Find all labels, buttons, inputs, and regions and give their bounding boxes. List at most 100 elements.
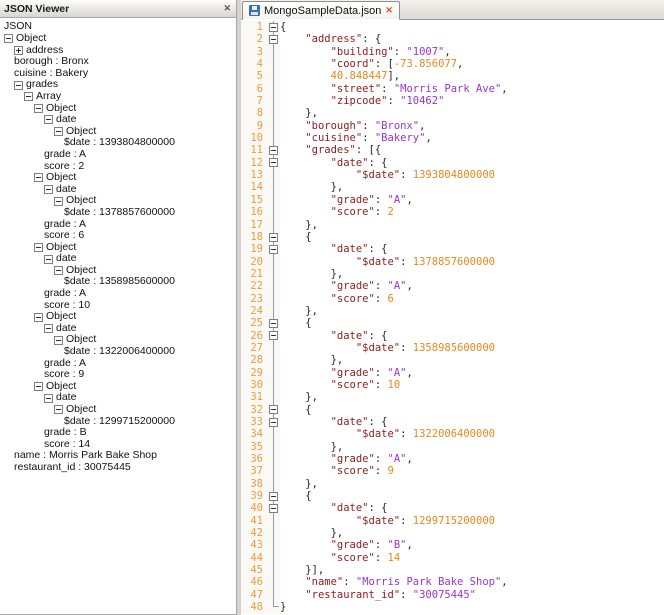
code-line[interactable]: 34 "$date": 1322006400000 bbox=[241, 428, 664, 441]
fold-margin-collapse[interactable] bbox=[267, 156, 280, 170]
tree-node[interactable]: date bbox=[0, 253, 236, 265]
fold-collapse-icon[interactable] bbox=[269, 35, 278, 45]
code-line[interactable]: 6 "street": "Morris Park Ave", bbox=[241, 82, 664, 96]
code-line[interactable]: 39 { bbox=[241, 490, 664, 503]
code-line[interactable]: 25 { bbox=[241, 317, 664, 330]
fold-collapse-icon[interactable] bbox=[269, 331, 278, 341]
fold-margin-collapse[interactable] bbox=[267, 329, 280, 342]
code-line[interactable]: 46 "name": "Morris Park Bake Shop", bbox=[241, 576, 664, 589]
collapse-icon[interactable] bbox=[44, 115, 53, 125]
fold-margin-collapse[interactable] bbox=[267, 144, 280, 157]
code-line[interactable]: 29 "grade": "A", bbox=[241, 366, 664, 379]
tree-node[interactable]: date bbox=[0, 322, 236, 335]
expand-icon[interactable] bbox=[14, 45, 23, 55]
tree-node[interactable]: $date : 1358985600000 bbox=[0, 276, 236, 288]
code-line[interactable]: 30 "score": 10 bbox=[241, 378, 664, 392]
fold-margin-collapse[interactable] bbox=[267, 416, 280, 429]
collapse-icon[interactable] bbox=[34, 312, 43, 322]
tree-node[interactable]: grade : B bbox=[0, 427, 236, 439]
fold-margin-collapse[interactable] bbox=[267, 317, 280, 330]
code-line[interactable]: 12 "date": { bbox=[241, 156, 664, 170]
tree-node[interactable]: $date : 1299715200000 bbox=[0, 415, 236, 428]
collapse-icon[interactable] bbox=[34, 103, 43, 113]
collapse-icon[interactable] bbox=[54, 196, 63, 206]
code-line[interactable]: 28 }, bbox=[241, 354, 664, 367]
code-line[interactable]: 31 }, bbox=[241, 391, 664, 404]
code-line[interactable]: 10 "cuisine": "Bakery", bbox=[241, 132, 664, 145]
code-line[interactable]: 26 "date": { bbox=[241, 329, 664, 342]
code-line[interactable]: 35 }, bbox=[241, 440, 664, 454]
collapse-icon[interactable] bbox=[44, 393, 53, 403]
fold-collapse-icon[interactable] bbox=[269, 318, 278, 328]
code-line[interactable]: 20 "$date": 1378857600000 bbox=[241, 255, 664, 268]
collapse-icon[interactable] bbox=[34, 382, 43, 392]
code-line[interactable]: 41 "$date": 1299715200000 bbox=[241, 514, 664, 528]
fold-margin-collapse[interactable] bbox=[267, 403, 280, 416]
tree-node[interactable]: Object bbox=[0, 32, 236, 45]
tree-node[interactable]: restaurant_id : 30075445 bbox=[0, 461, 236, 474]
code-line[interactable]: 37 "score": 9 bbox=[241, 465, 664, 478]
code-line[interactable]: 7 "zipcode": "10462" bbox=[241, 95, 664, 108]
code-line[interactable]: 3 "building": "1007", bbox=[241, 45, 664, 59]
tree-node[interactable]: grade : A bbox=[0, 357, 236, 370]
fold-margin-collapse[interactable] bbox=[267, 243, 280, 256]
fold-margin-collapse[interactable] bbox=[267, 33, 280, 46]
fold-margin-collapse[interactable] bbox=[267, 230, 280, 244]
tree-node[interactable]: Object bbox=[0, 125, 236, 138]
collapse-icon[interactable] bbox=[44, 324, 53, 334]
tree-node[interactable]: grades bbox=[0, 79, 236, 91]
tree-node[interactable]: Object bbox=[0, 334, 236, 346]
fold-collapse-icon[interactable] bbox=[269, 158, 278, 168]
tree-node[interactable]: date bbox=[0, 392, 236, 404]
tree-node[interactable]: grade : A bbox=[0, 148, 236, 161]
collapse-icon[interactable] bbox=[34, 173, 43, 183]
code-line[interactable]: 13 "$date": 1393804800000 bbox=[241, 169, 664, 182]
code-line[interactable]: 19 "date": { bbox=[241, 243, 664, 256]
tree-node[interactable]: Object bbox=[0, 403, 236, 416]
fold-collapse-icon[interactable] bbox=[269, 504, 278, 514]
code-line[interactable]: 42 }, bbox=[241, 527, 664, 540]
code-line[interactable]: 47 "restaurant_id": "30075445" bbox=[241, 588, 664, 602]
code-line[interactable]: 21 }, bbox=[241, 267, 664, 281]
tree-node[interactable]: name : Morris Park Bake Shop bbox=[0, 450, 236, 462]
fold-margin-collapse[interactable] bbox=[267, 490, 280, 503]
tree-node[interactable]: date bbox=[0, 114, 236, 126]
code-line[interactable]: 43 "grade": "B", bbox=[241, 539, 664, 552]
code-line[interactable]: 40 "date": { bbox=[241, 502, 664, 515]
code-line[interactable]: 14 }, bbox=[241, 181, 664, 194]
code-line[interactable]: 11 "grades": [{ bbox=[241, 144, 664, 157]
tree-node[interactable]: score : 14 bbox=[0, 438, 236, 451]
tree-node[interactable]: grade : A bbox=[0, 287, 236, 300]
code-line[interactable]: 48} bbox=[241, 601, 664, 614]
fold-collapse-icon[interactable] bbox=[269, 405, 278, 415]
code-line[interactable]: 45 }], bbox=[241, 564, 664, 577]
panel-close-icon[interactable]: ✕ bbox=[223, 3, 231, 13]
code-line[interactable]: 15 "grade": "A", bbox=[241, 193, 664, 207]
tree-node[interactable]: Object bbox=[0, 380, 236, 393]
code-line[interactable]: 24 }, bbox=[241, 304, 664, 318]
tree-node[interactable]: cuisine : Bakery bbox=[0, 67, 236, 80]
tree-node[interactable]: date bbox=[0, 183, 236, 196]
tree-node[interactable]: score : 2 bbox=[0, 160, 236, 173]
code-editor[interactable]: 1{2 "address": {3 "building": "1007",4 "… bbox=[241, 20, 664, 615]
fold-collapse-icon[interactable] bbox=[269, 417, 278, 427]
tab-close-icon[interactable]: ✕ bbox=[385, 5, 393, 15]
tree-node[interactable]: score : 6 bbox=[0, 229, 236, 242]
code-line[interactable]: 32 { bbox=[241, 403, 664, 416]
tree-node[interactable]: $date : 1393804800000 bbox=[0, 137, 236, 149]
code-line[interactable]: 9 "borough": "Bronx", bbox=[241, 119, 664, 133]
code-line[interactable]: 33 "date": { bbox=[241, 416, 664, 429]
collapse-icon[interactable] bbox=[54, 335, 63, 345]
fold-collapse-icon[interactable] bbox=[269, 232, 278, 242]
collapse-icon[interactable] bbox=[24, 92, 33, 102]
code-line[interactable]: 27 "$date": 1358985600000 bbox=[241, 341, 664, 355]
tree-node[interactable]: $date : 1322006400000 bbox=[0, 345, 236, 358]
code-line[interactable]: 38 }, bbox=[241, 477, 664, 491]
fold-collapse-icon[interactable] bbox=[269, 491, 278, 501]
tree-node[interactable]: Object bbox=[0, 102, 236, 115]
fold-collapse-icon[interactable] bbox=[269, 244, 278, 254]
code-line[interactable]: 8 }, bbox=[241, 107, 664, 120]
code-line[interactable]: 16 "score": 2 bbox=[241, 206, 664, 219]
fold-collapse-icon[interactable] bbox=[269, 146, 278, 156]
collapse-icon[interactable] bbox=[54, 405, 63, 415]
